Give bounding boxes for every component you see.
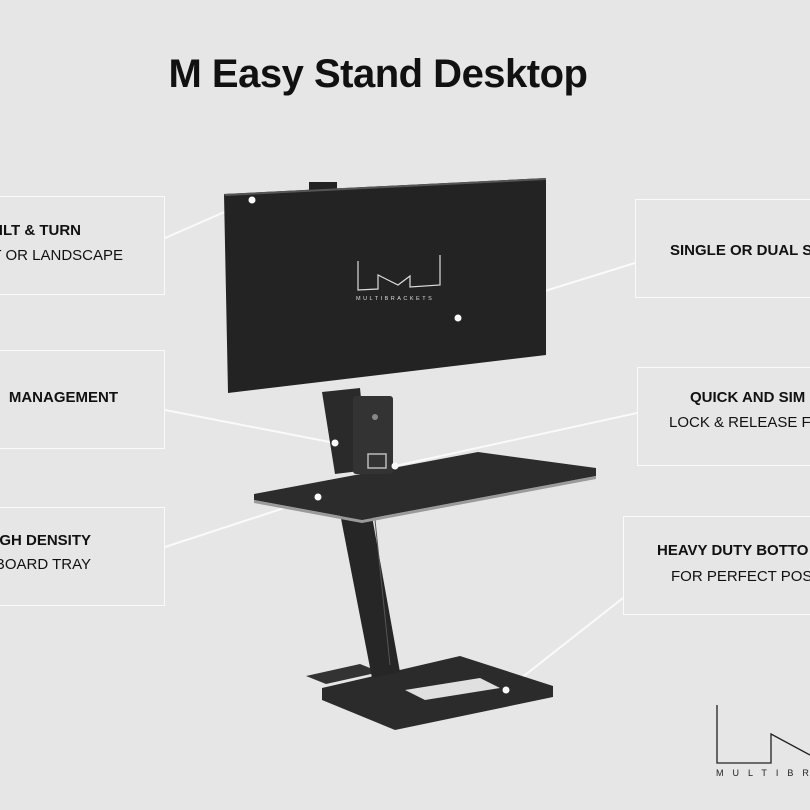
feature-box-cable-management [0, 350, 165, 449]
feature-title: QUICK AND SIM [690, 389, 806, 406]
monitor-brand: MULTIBRACKETS [356, 296, 434, 302]
feature-box-tilt-turn [0, 196, 165, 295]
feature-title: SINGLE OR DUAL S [670, 242, 810, 259]
page-title: M Easy Stand Desktop [168, 52, 588, 96]
feature-title: HEAVY DUTY BOTTO [657, 542, 809, 559]
monitor: MULTIBRACKETS [224, 178, 546, 393]
keyboard-tray [254, 452, 596, 523]
feature-title: GH DENSITY [0, 532, 91, 549]
brand-logo-text: MULTIBR [716, 768, 810, 778]
callout-dots [248, 196, 510, 694]
column [337, 494, 400, 678]
feature-box-heavy-base [623, 516, 810, 615]
feature-title: MANAGEMENT [8, 389, 118, 406]
feature-subtitle: YBOARD TRAY [0, 556, 91, 573]
feature-title: ILT & TURN [0, 222, 81, 239]
feature-box-keyboard-tray [0, 507, 165, 606]
feature-subtitle: FOR PERFECT POSITIO [671, 568, 810, 585]
feature-box-quick-release [637, 367, 810, 466]
feature-box-single-dual [635, 199, 810, 298]
feature-subtitle: LOCK & RELEASE FUN [669, 414, 810, 431]
upper-column [322, 388, 393, 474]
base-plate [306, 656, 553, 730]
callout-lines [164, 199, 638, 691]
monitor-logo-icon [357, 255, 441, 291]
brand-logo-icon [716, 705, 810, 764]
feature-subtitle: AIT OR LANDSCAPE [0, 247, 123, 264]
